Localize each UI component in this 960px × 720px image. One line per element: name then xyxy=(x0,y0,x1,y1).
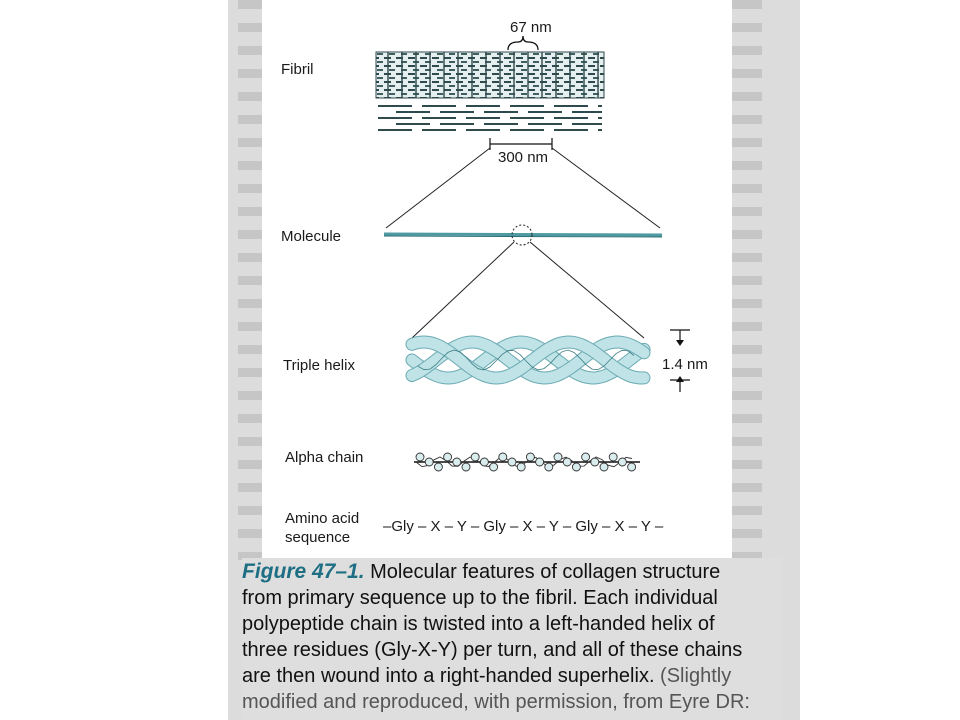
amino-residue-icon xyxy=(535,457,545,467)
amino-residue-icon xyxy=(489,462,499,472)
fibril-label: Fibril xyxy=(281,61,314,78)
amino-acid-label-line1: Amino acid xyxy=(285,510,359,527)
amino-residue-icon xyxy=(581,452,591,462)
amino-residue-icon xyxy=(479,457,489,467)
amino-residue-icon xyxy=(516,462,526,472)
caption-text-5: are then wound into a right-handed super… xyxy=(242,665,655,687)
fibril-staggered-lines xyxy=(378,105,602,131)
caption-line-5: are then wound into a right-handed super… xyxy=(242,664,731,688)
helix-strand xyxy=(406,336,650,384)
amino-residue-icon xyxy=(424,457,434,467)
amino-residue-icon xyxy=(544,462,554,472)
amino-residue-icon xyxy=(525,452,535,462)
zoom-lines-molecule xyxy=(411,241,645,339)
amino-residue-icon xyxy=(461,462,471,472)
period-brace-icon xyxy=(507,35,539,51)
helix-inner-chain xyxy=(417,349,635,371)
caption-line-4: three residues (Gly-X-Y) per turn, and a… xyxy=(242,639,743,661)
molecule-length-label: 300 nm xyxy=(498,149,548,166)
alpha-chain xyxy=(414,452,640,472)
amino-residue-icon xyxy=(590,457,600,467)
helix-diameter-label: 1.4 nm xyxy=(662,356,708,373)
caption-line-6: modified and reproduced, with permission… xyxy=(242,691,750,713)
amino-residue-icon xyxy=(498,452,508,462)
triple-helix xyxy=(405,335,651,385)
fibril-banded-block xyxy=(375,51,605,99)
period-bracket xyxy=(507,35,539,51)
zoom-circle-icon xyxy=(511,224,533,246)
amino-residue-icon xyxy=(470,452,480,462)
amino-residue-icon xyxy=(599,462,609,472)
zoom-lines-fibril xyxy=(385,147,661,229)
amino-residue-icon xyxy=(571,462,581,472)
alpha-chain-label: Alpha chain xyxy=(285,449,363,466)
caption-text-1: Molecular features of collagen structure xyxy=(364,561,721,583)
diameter-indicator xyxy=(670,329,690,392)
collagen-structure-diagram: 67 nm 300 nm Fibril Molecule Triple heli… xyxy=(281,19,708,546)
amino-residue-icon xyxy=(443,452,453,462)
period-label: 67 nm xyxy=(510,19,552,36)
caption-line-3: polypeptide chain is twisted into a left… xyxy=(242,613,715,635)
amino-residue-icon xyxy=(627,462,637,472)
amino-residue-icon xyxy=(452,457,462,467)
fibril-bands xyxy=(387,52,599,98)
collagen-molecule xyxy=(383,224,663,246)
amino-residue-icon xyxy=(415,452,425,462)
amino-residue-icon xyxy=(562,457,572,467)
amino-acid-label-line2: sequence xyxy=(285,529,350,546)
caption-text-5-tail: (Slightly xyxy=(654,665,732,687)
amino-residue-icon xyxy=(507,457,517,467)
caption-line-2: from primary sequence up to the fibril. … xyxy=(242,587,718,609)
amino-residue-icon xyxy=(617,457,627,467)
figure-caption: Figure 47–1. Molecular features of colla… xyxy=(242,558,782,720)
amino-residue-icon xyxy=(553,452,563,462)
amino-residue-icon xyxy=(608,452,618,462)
amino-residue-icon xyxy=(433,462,443,472)
caption-line-1: Figure 47–1. Molecular features of colla… xyxy=(242,560,720,584)
triple-helix-label: Triple helix xyxy=(283,357,355,374)
molecule-label: Molecule xyxy=(281,228,341,245)
amino-acid-sequence: –Gly – X – Y – Gly – X – Y – Gly – X – Y… xyxy=(383,518,664,535)
fibril-structure xyxy=(375,51,605,99)
figure-number: Figure 47–1. xyxy=(242,560,365,583)
